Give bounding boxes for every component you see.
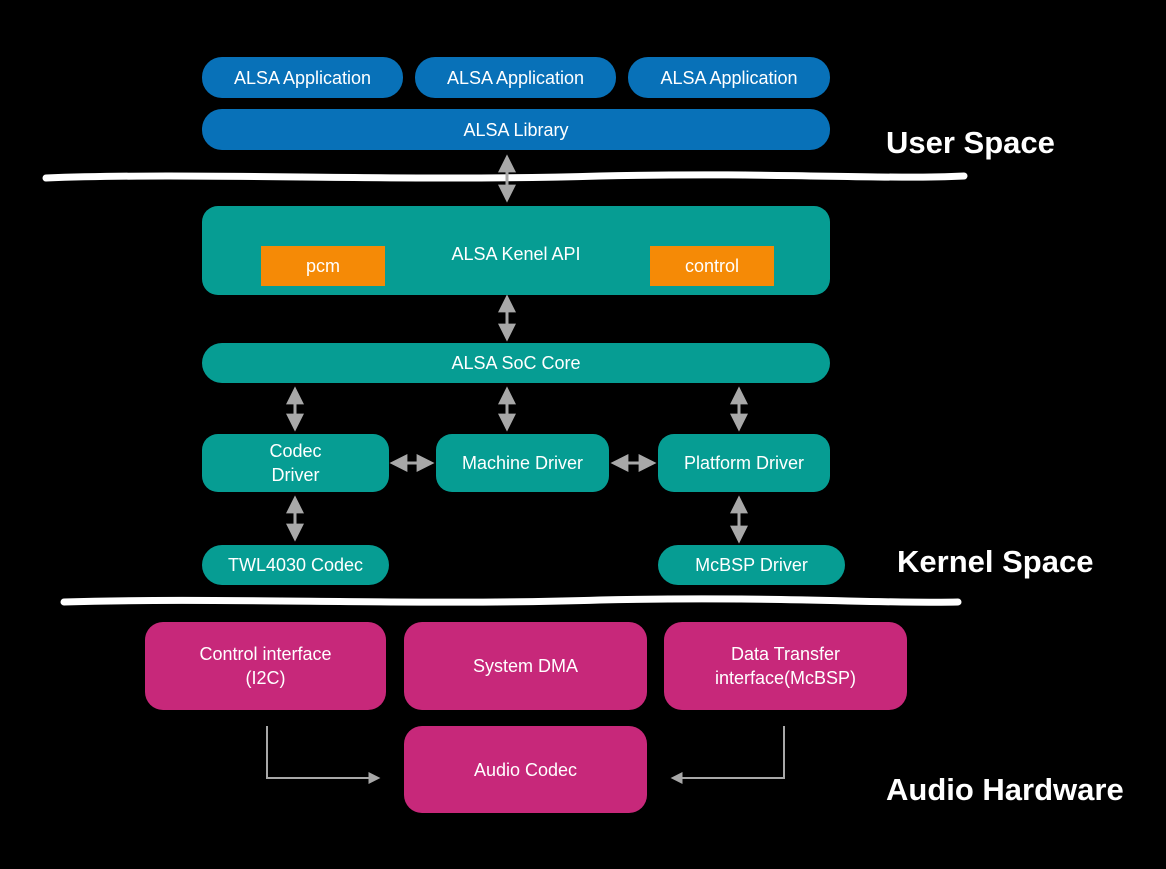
mcbsp-driver-label: McBSP Driver	[695, 555, 808, 575]
alsa-kernel-api-label: ALSA Kenel API	[451, 244, 581, 264]
user-kernel-separator	[42, 171, 968, 182]
codec-driver-label-line2: Driver	[271, 465, 320, 485]
alsa-library-box: ALSA Library	[202, 109, 830, 150]
codec-driver-label-line1: Codec	[269, 441, 322, 461]
alsa-application-label: ALSA Application	[446, 67, 585, 88]
twl4030-codec-box: TWL4030 Codec	[202, 545, 389, 585]
alsa-application-label: ALSA Application	[233, 67, 372, 88]
alsa-soc-core-box: ALSA SoC Core	[202, 343, 830, 383]
control-interface-label-line1: Control interface	[199, 644, 332, 664]
data-transfer-interface-box: Data Transfer interface(McBSP)	[664, 622, 907, 710]
audio-codec-box: Audio Codec	[404, 726, 647, 813]
system-dma-box: System DMA	[404, 622, 647, 710]
pcm-box: pcm	[261, 246, 385, 286]
platform-driver-label: Platform Driver	[683, 453, 804, 473]
kernel-hardware-separator	[60, 595, 962, 606]
platform-driver-box: Platform Driver	[658, 434, 830, 492]
alsa-library-label: ALSA Library	[463, 119, 569, 140]
machine-driver-box: Machine Driver	[436, 434, 609, 492]
kernel-space-label: Kernel Space	[897, 544, 1094, 579]
mcbsp-driver-box: McBSP Driver	[658, 545, 845, 585]
alsa-application-box: ALSA Application	[202, 57, 403, 98]
pcm-label: pcm	[305, 256, 340, 276]
alsa-application-box: ALSA Application	[415, 57, 616, 98]
data-transfer-label-line1: Data Transfer	[730, 644, 841, 664]
control-interface-box: Control interface (I2C)	[145, 622, 386, 710]
user-space-label: User Space	[886, 125, 1055, 160]
control-interface-label-line2: (I2C)	[245, 668, 286, 688]
system-dma-label: System DMA	[472, 656, 578, 676]
data-transfer-label-line2: interface(McBSP)	[714, 668, 857, 688]
control-label: control	[684, 256, 740, 276]
machine-driver-label: Machine Driver	[461, 453, 584, 473]
alsa-soc-core-label: ALSA SoC Core	[451, 353, 581, 373]
twl4030-codec-label: TWL4030 Codec	[227, 555, 364, 575]
arrow-control-to-codec	[266, 726, 381, 784]
alsa-application-box: ALSA Application	[628, 57, 830, 98]
audio-codec-label: Audio Codec	[473, 759, 578, 780]
alsa-application-label: ALSA Application	[660, 67, 798, 88]
audio-hardware-label: Audio Hardware	[886, 772, 1124, 807]
arrow-data-to-codec	[670, 726, 785, 784]
control-box: control	[650, 246, 774, 286]
